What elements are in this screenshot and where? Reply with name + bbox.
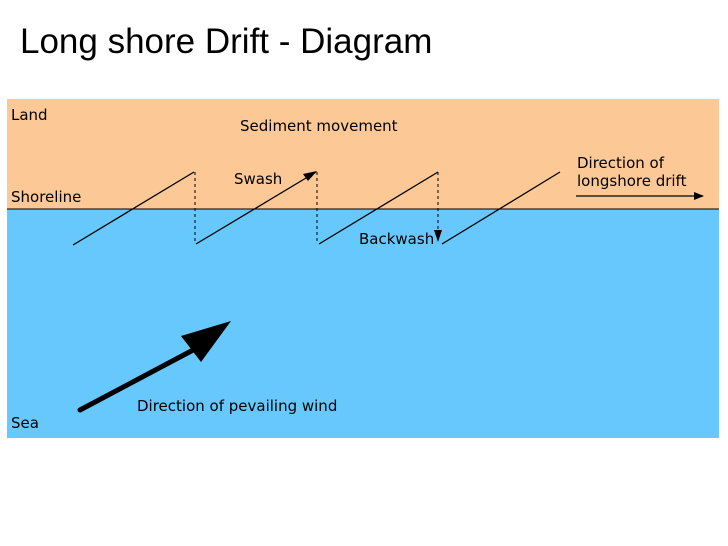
land-zone — [7, 99, 719, 209]
wind-arrowhead — [181, 321, 231, 362]
swash-line-1 — [72, 171, 195, 246]
sediment-label: Sediment movement — [240, 117, 398, 135]
land-label: Land — [11, 106, 48, 124]
longshore-drift-label: longshore drift — [577, 172, 687, 190]
longshore-drift-diagram: Land Sediment movement Direction of long… — [7, 99, 719, 438]
swash-arrowhead — [303, 171, 317, 181]
page-title: Long shore Drift - Diagram — [20, 22, 433, 61]
swash-label: Swash — [234, 170, 282, 188]
shoreline-label: Shoreline — [11, 188, 81, 206]
backwash-label: Backwash — [359, 230, 434, 248]
wind-label: Direction of pevailing wind — [137, 397, 337, 415]
sea-zone — [7, 209, 719, 438]
wind-arrow-shaft — [77, 346, 198, 413]
diagram-canvas: Land Sediment movement Direction of long… — [7, 99, 719, 438]
swash-line-2 — [195, 171, 317, 245]
swash-line-4 — [441, 171, 561, 245]
swash-line-3 — [318, 171, 439, 245]
backwash-arrowhead — [434, 230, 442, 242]
sea-label: Sea — [11, 414, 39, 432]
direction-of-label: Direction of — [577, 154, 665, 172]
